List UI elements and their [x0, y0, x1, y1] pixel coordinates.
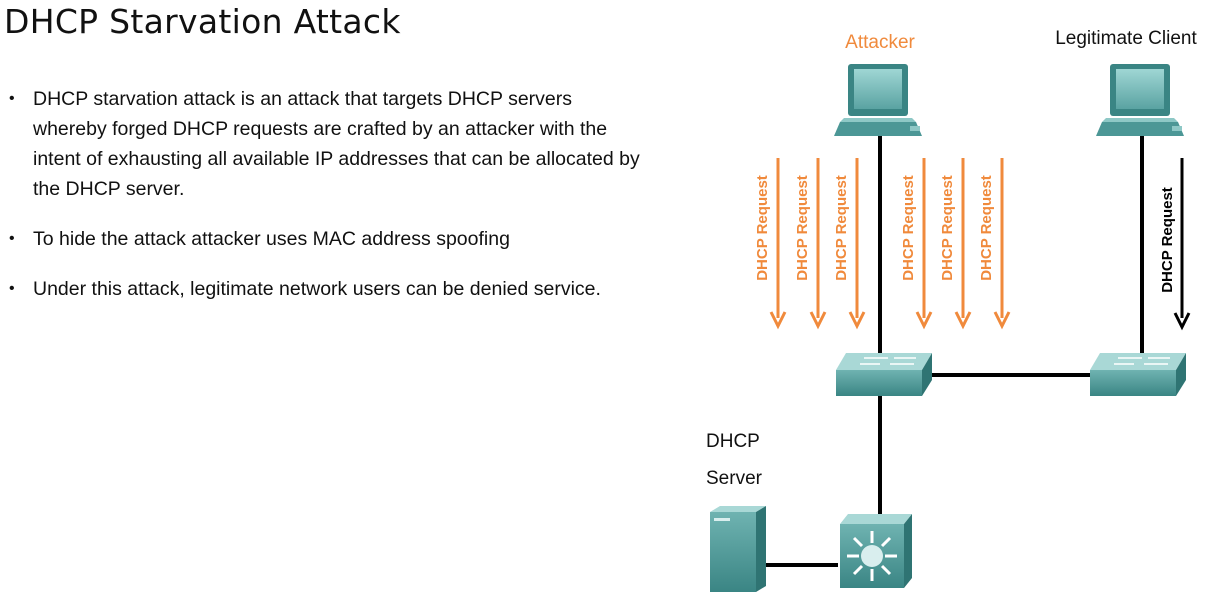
attacker-request-label-5: DHCP Request: [939, 175, 956, 281]
bullet-dot-icon: •: [9, 230, 15, 247]
multilayer-switch-icon: [840, 514, 912, 588]
attacker-request-label-4: DHCP Request: [900, 175, 917, 281]
client-side-switch-icon: [1090, 353, 1186, 396]
dhcp-server-label-line1: DHCP: [706, 431, 760, 452]
bullet-dot-icon: •: [9, 90, 15, 107]
attacker-request-arrow-4: DHCP Request: [900, 158, 933, 330]
attacker-request-label-6: DHCP Request: [978, 175, 995, 281]
attacker-request-arrow-6: DHCP Request: [978, 158, 1011, 330]
bullet-item-2: • To hide the attack attacker uses MAC ad…: [6, 224, 646, 254]
legitimate-client-pc-icon: [1096, 64, 1184, 136]
client-request-arrow: DHCP Request: [1159, 158, 1191, 331]
dhcp-server-icon: [710, 506, 766, 592]
bullet-list: • DHCP starvation attack is an attack tha…: [6, 84, 646, 324]
slide-title: DHCP Starvation Attack: [4, 2, 401, 41]
bullet-text-3: Under this attack, legitimate network us…: [33, 278, 601, 300]
attacker-request-arrow-2: DHCP Request: [794, 158, 827, 330]
bullet-item-1: • DHCP starvation attack is an attack tha…: [6, 84, 646, 204]
attacker-request-arrow-1: DHCP Request: [754, 158, 787, 330]
dhcp-server-label-line2: Server: [706, 468, 763, 489]
attacker-request-label-3: DHCP Request: [833, 175, 850, 281]
attacker-request-arrow-3: DHCP Request: [833, 158, 866, 330]
attacker-request-arrow-5: DHCP Request: [939, 158, 972, 330]
bullet-dot-icon: •: [9, 280, 15, 297]
bullet-item-3: • Under this attack, legitimate network u…: [6, 274, 646, 304]
attacker-request-label-1: DHCP Request: [754, 175, 771, 281]
client-request-label: DHCP Request: [1159, 187, 1176, 293]
attacker-request-arrows: DHCP Request DHCP Request DHCP Request DHCP…: [754, 158, 1011, 330]
attacker-pc-icon: [834, 64, 922, 136]
bullet-text-2: To hide the attack attacker uses MAC add…: [33, 228, 510, 250]
attacker-request-label-2: DHCP Request: [794, 175, 811, 281]
attacker-label: Attacker: [845, 32, 915, 53]
legitimate-client-label: Legitimate Client: [1055, 28, 1197, 49]
bullet-text-1: DHCP starvation attack is an attack that…: [33, 88, 640, 200]
attacker-side-switch-icon: [836, 353, 932, 396]
network-links: [766, 133, 1144, 567]
